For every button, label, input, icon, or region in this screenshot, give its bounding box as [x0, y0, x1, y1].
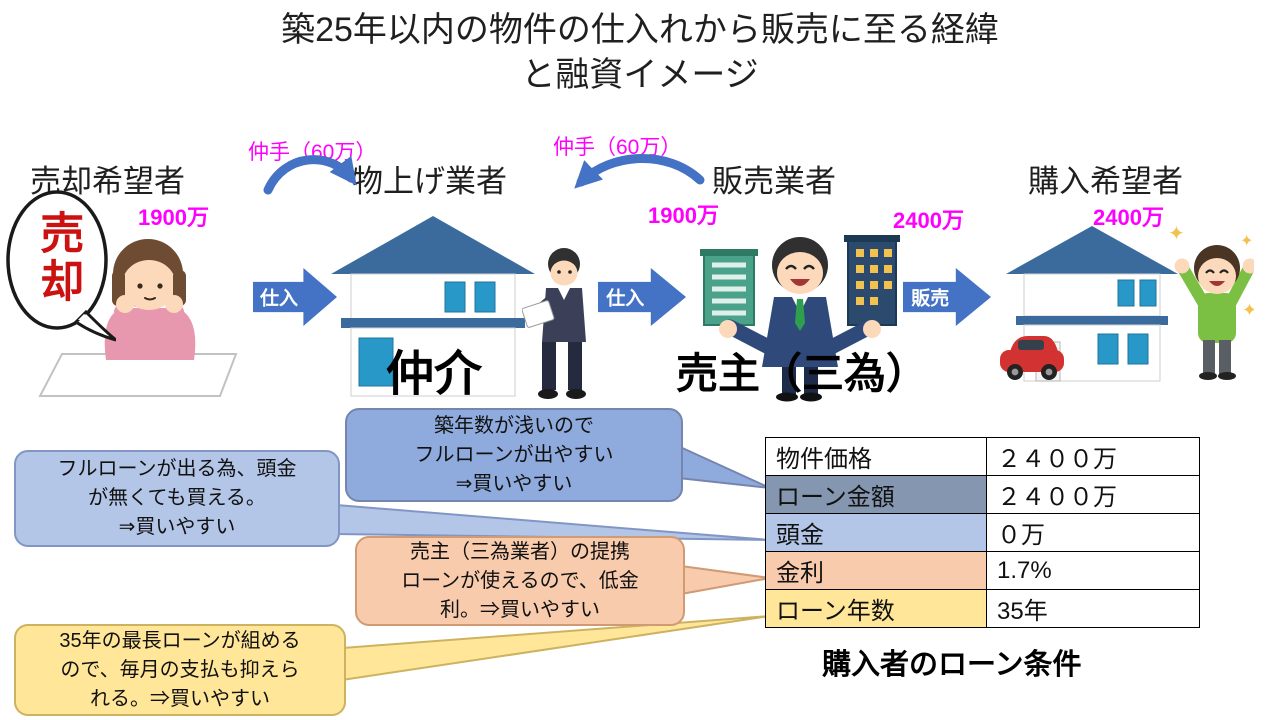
fee-label-2: 仲手（60万）: [553, 136, 682, 159]
sell-speech-bubble: 売却: [4, 188, 116, 356]
loan-conditions-table: 物件価格 ２４００万 ローン金額 ２４００万 頭金 ０万 金利 1.7% ローン…: [765, 437, 1200, 628]
callout-tail-2: [335, 503, 771, 541]
price-vendor: 2400万: [893, 208, 964, 233]
callout-full-loan-easy: 築年数が浅いので フルローンが出やすい ⇒買いやすい: [345, 408, 683, 502]
arrow-hanbai: 販売: [903, 268, 991, 326]
curved-arrow-left-icon: [574, 154, 705, 189]
callout-35year-loan: 35年の最長ローンが組める ので、毎月の支払も抑えら れる。⇒買いやすい: [14, 624, 346, 716]
arrow-shiire-2-label: 仕入: [606, 288, 645, 310]
callout-no-downpayment: フルローンが出る為、頭金 が無くても買える。 ⇒買いやすい: [14, 450, 340, 547]
loan-table-caption: 購入者のローン条件: [822, 649, 1082, 681]
speech-bubble-icon: [6, 190, 116, 342]
table-row: 物件価格 ２４００万: [765, 437, 1200, 476]
buyer-house-illustration: ✦ ✦ ✦: [1000, 223, 1254, 382]
role-label-vendor: 販売業者: [712, 164, 836, 199]
table-value-loan-years: 35年: [986, 589, 1200, 628]
house-for-sale-illustration: [331, 216, 535, 397]
arrow-hanbai-label: 販売: [911, 288, 950, 310]
callout-low-interest: 売主（三為業者）の提携 ローンが使えるので、低金 利。⇒買いやすい: [355, 536, 685, 626]
table-label-price: 物件価格: [765, 437, 987, 476]
table-value-loan-amount: ２４００万: [986, 475, 1200, 514]
role-label-acquirer: 物上げ業者: [352, 164, 507, 199]
sell-bubble-text: 売却: [33, 210, 83, 306]
sparkle-icon: ✦: [1242, 300, 1254, 320]
caption-seller-sanme: 売主（三為）: [676, 350, 929, 397]
table-label-downpayment: 頭金: [765, 513, 987, 552]
price-acquirer: 1900万: [648, 203, 719, 228]
vendor-businessman-illustration: [700, 235, 900, 402]
page-title-line1: 築25年以内の物件の仕入れから販売に至る経緯: [281, 11, 999, 49]
arrow-shiire-2: 仕入: [598, 268, 686, 326]
table-row: ローン年数 35年: [765, 589, 1200, 628]
table-value-price: ２４００万: [986, 437, 1200, 476]
table-value-downpayment: ０万: [986, 513, 1200, 552]
table-label-loan-amount: ローン金額: [765, 475, 987, 514]
callout-tail-1: [677, 444, 771, 489]
arrow-shiire-1: 仕入: [253, 268, 337, 326]
page-title: 築25年以内の物件の仕入れから販売に至る経緯 と融資イメージ: [0, 8, 1280, 98]
seller-woman-illustration: [38, 239, 238, 397]
table-label-interest: 金利: [765, 551, 987, 590]
price-seller: 1900万: [138, 205, 209, 230]
callout-tail-3: [680, 564, 771, 596]
arrow-shiire-1-label: 仕入: [260, 288, 299, 310]
table-row: 金利 1.7%: [765, 551, 1200, 590]
caption-broker: 仲介: [386, 348, 483, 401]
role-label-buyer: 購入希望者: [1028, 164, 1183, 199]
sparkle-icon: ✦: [1168, 223, 1185, 245]
table-row: 頭金 ０万: [765, 513, 1200, 552]
fee-label-1: 仲手（60万）: [248, 141, 377, 164]
table-value-interest: 1.7%: [986, 551, 1200, 590]
sparkle-icon: ✦: [1240, 233, 1253, 250]
table-row: ローン金額 ２４００万: [765, 475, 1200, 514]
table-label-loan-years: ローン年数: [765, 589, 987, 628]
broker-agent-illustration: [522, 248, 586, 399]
page-title-line2: と融資イメージ: [521, 55, 759, 94]
price-buyer: 2400万: [1093, 205, 1164, 230]
